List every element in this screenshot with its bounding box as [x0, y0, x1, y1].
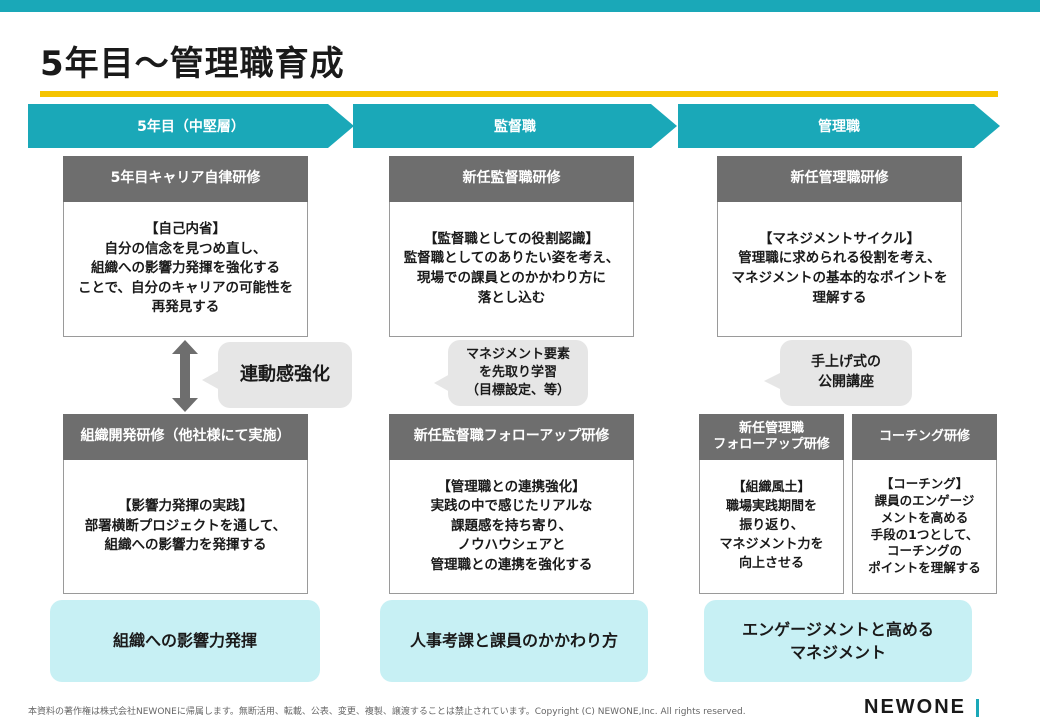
bubble-tail: [764, 372, 782, 390]
program-card-supervisor-followup: 新任監督職フォローアップ研修 【管理職との連携強化】 実践の中で感じたリアルな …: [389, 414, 634, 594]
program-description: 【監督職としての役割認識】 監督職としてのありたい姿を考え、 現場での課員とのか…: [403, 230, 620, 306]
logo-text: NEWONE: [864, 696, 966, 718]
phase-label: 監督職: [494, 119, 536, 135]
phase-label: 5年目（中堅層）: [137, 119, 245, 135]
program-description: 【マネジメントサイクル】 管理職に求められる役割を考え、 マネジメントの基本的な…: [731, 230, 948, 306]
bubble-tail: [202, 370, 220, 390]
program-card-new-manager: 新任管理職研修 【マネジメントサイクル】 管理職に求められる役割を考え、 マネジ…: [717, 156, 962, 337]
copyright-note: 本資料の著作権は株式会社NEWONEに帰属します。無断活用、転載、公表、変更、複…: [28, 707, 746, 717]
chevron-arrow-shape: [678, 104, 1000, 148]
chevron-arrow-shape: [353, 104, 677, 148]
program-card-manager-followup: 新任管理職 フォローアップ研修 【組織風土】 職場実践期間を 振り返り、 マネジ…: [699, 414, 844, 594]
page-title: 5年目〜管理職育成: [40, 44, 345, 84]
phase-label: 管理職: [818, 119, 860, 135]
program-title: 新任管理職研修: [717, 156, 962, 202]
program-title: コーチング研修: [852, 414, 997, 460]
double-arrow-icon: [172, 340, 198, 412]
top-accent-band: [0, 0, 1040, 12]
phase-arrow-manager: 管理職: [678, 104, 1000, 148]
program-description: 【コーチング】 課員のエンゲージ メントを高める 手段の1つとして、 コーチング…: [868, 475, 981, 576]
logo-bar: [976, 698, 979, 717]
program-title: 新任監督職研修: [389, 156, 634, 202]
program-description: 【組織風土】 職場実践期間を 振り返り、 マネジメント力を 向上させる: [719, 480, 824, 571]
program-description: 【自己内省】 自分の信念を見つめ直し、 組織への影響力発揮を強化する ことで、自…: [77, 221, 294, 316]
program-title: 新任監督職フォローアップ研修: [389, 414, 634, 460]
callout-open-course: 手上げ式の 公開講座: [780, 340, 912, 406]
phase-arrow-mid-level: 5年目（中堅層）: [28, 104, 354, 148]
program-title: 組織開発研修（他社様にて実施）: [63, 414, 308, 460]
phase-arrow-supervisor: 監督職: [353, 104, 677, 148]
callout-linkage: 連動感強化: [218, 342, 352, 408]
program-title: 新任管理職 フォローアップ研修: [699, 414, 844, 460]
title-underline: [40, 91, 998, 97]
program-description: 【影響力発揮の実践】 部署横断プロジェクトを通して、 組織への影響力を発揮する: [84, 498, 287, 554]
program-description: 【管理職との連携強化】 実践の中で感じたリアルな 課題感を持ち寄り、 ノウハウシ…: [430, 478, 593, 573]
program-card-career: 5年目キャリア自律研修 【自己内省】 自分の信念を見つめ直し、 組織への影響力発…: [63, 156, 308, 337]
company-logo: NEWONE: [864, 696, 979, 719]
chevron-arrow-shape: [28, 104, 354, 148]
program-card-new-supervisor: 新任監督職研修 【監督職としての役割認識】 監督職としてのありたい姿を考え、 現…: [389, 156, 634, 337]
program-title: 5年目キャリア自律研修: [63, 156, 308, 202]
outcome-engagement: エンゲージメントと高める マネジメント: [704, 600, 972, 682]
callout-management-elements: マネジメント要素 を先取り学習 （目標設定、等）: [448, 340, 588, 406]
outcome-evaluation: 人事考課と課員のかかわり方: [380, 600, 648, 682]
program-card-org-development: 組織開発研修（他社様にて実施） 【影響力発揮の実践】 部署横断プロジェクトを通し…: [63, 414, 308, 594]
bubble-tail: [434, 374, 450, 392]
program-card-coaching: コーチング研修 【コーチング】 課員のエンゲージ メントを高める 手段の1つとし…: [852, 414, 997, 594]
outcome-influence: 組織への影響力発揮: [50, 600, 320, 682]
